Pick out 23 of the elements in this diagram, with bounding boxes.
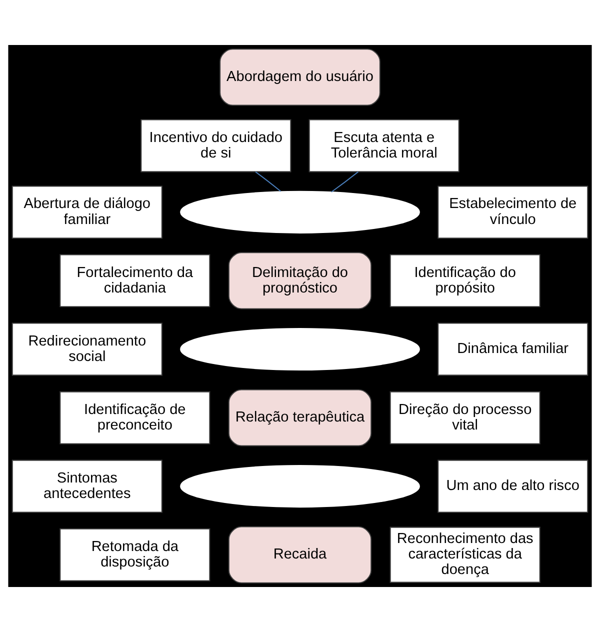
node-box: Dinâmica familiar xyxy=(438,322,588,376)
node-ellipse xyxy=(180,464,420,508)
node-ellipse xyxy=(180,327,420,370)
node-box: Escuta atenta e Tolerância moral xyxy=(308,118,460,172)
node-box: Abordagem do usuário xyxy=(220,48,380,106)
node-box: Recaida xyxy=(228,526,372,583)
connector xyxy=(331,170,359,192)
node-box: Direção do processo vital xyxy=(390,390,540,444)
node-box: Incentivo do cuidado de si xyxy=(140,118,292,172)
node-box: Relação terapêutica xyxy=(228,388,372,446)
node-box: Abertura de diálogo familiar xyxy=(12,185,162,238)
connector xyxy=(255,170,282,192)
node-box: Estabelecimento de vínculo xyxy=(438,185,588,238)
node-box: Identificação de preconceito xyxy=(60,390,210,444)
node-box: Identificação do propósito xyxy=(390,254,540,307)
node-box: Reconhecimento das características da doença xyxy=(390,526,540,582)
node-box: Fortalecimento da cidadania xyxy=(60,254,210,307)
node-box: Sintomas antecedentes xyxy=(12,459,162,512)
node-box: Delimitação do prognóstico xyxy=(228,252,372,309)
node-box: Retomada da disposição xyxy=(60,528,210,581)
node-box: Um ano de alto risco xyxy=(438,459,588,512)
node-box: Redirecionamento social xyxy=(12,322,162,376)
node-ellipse xyxy=(180,190,420,233)
